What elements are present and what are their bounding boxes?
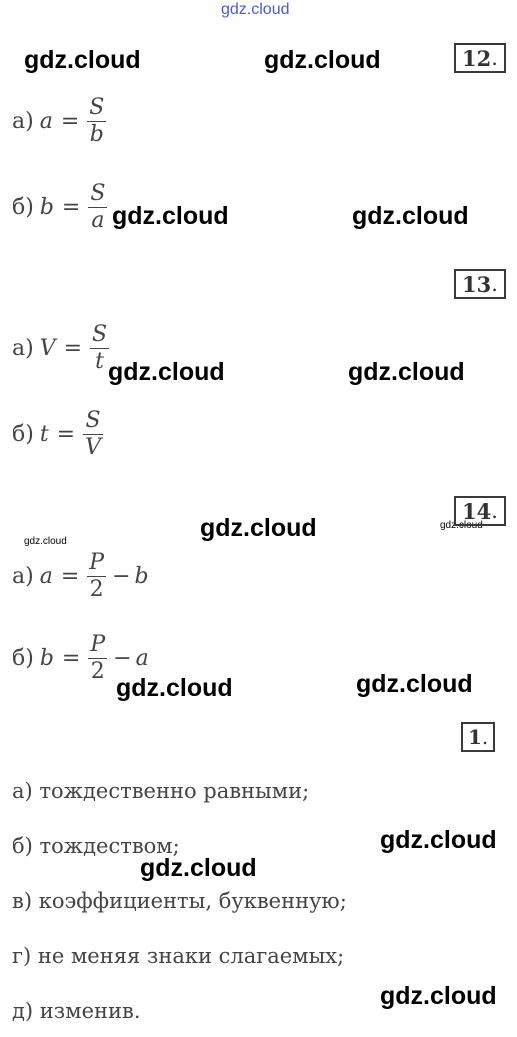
formula-term: a [135,646,149,671]
task-number-13: 13. [454,269,506,299]
task-number-text: 12 [462,45,492,71]
fraction-numerator: S [89,95,105,120]
task-number-12: 12. [454,43,506,73]
fraction-numerator: S [92,322,108,347]
watermark: gdz.cloud [348,358,465,386]
watermark-top-link[interactable]: gdz.cloud [221,1,290,18]
fraction-bar [87,121,107,122]
task-number-dot: . [481,725,489,749]
fraction-denominator: t [95,349,104,374]
equals-sign: = [61,646,81,671]
item-label: а) [12,336,34,361]
fraction-numerator: P [90,632,106,657]
item-label: а) [12,564,34,589]
item-label: б) [12,195,34,220]
equals-sign: = [61,195,81,220]
formula-14a: а) a = P 2 − b [12,552,149,601]
fraction: P 2 [88,632,108,684]
formula-lhs: a [39,109,53,134]
formula-lhs: a [39,564,53,589]
fraction-denominator: a [91,208,105,233]
fraction-denominator: b [89,122,104,147]
formula-term: b [134,564,149,589]
task-number-dot: . [491,45,498,70]
fraction-bar [90,348,110,349]
minus-sign: − [113,646,132,671]
fraction-bar [83,434,103,435]
fraction-denominator: 2 [90,659,105,684]
answer-b: б) тождеством; [12,834,180,858]
item-label: б) [12,646,34,671]
formula-lhs: t [39,422,49,447]
task-number-dot: . [491,271,498,296]
equals-sign: = [60,564,80,589]
watermark: gdz.cloud [24,46,141,74]
watermark: gdz.cloud [380,982,497,1010]
task-number-14: 14. [454,496,506,526]
watermark: gdz.cloud [116,674,233,702]
fraction: S t [90,322,110,374]
formula-12b: б) b = S a [12,181,108,233]
fraction-bar [87,576,107,577]
watermark: gdz.cloud [264,46,381,74]
formula-lhs: b [39,646,54,671]
fraction-denominator: V [85,435,101,460]
fraction-numerator: S [85,408,101,433]
equals-sign: = [56,422,76,447]
task-number-text: 13 [462,271,492,297]
fraction-bar [88,658,108,659]
task-number-1: 1. [461,722,496,752]
task-number-text: 1 [468,725,482,749]
item-label: а) [12,109,34,134]
answer-d: г) не меняя знаки слагаемых; [12,944,345,968]
task-number-text: 14 [462,498,492,524]
fraction-bar [88,207,108,208]
answer-a: а) тождественно равными; [12,779,310,803]
formula-14b: б) b = P 2 − a [12,634,149,683]
task-number-dot: . [491,498,498,523]
formula-13a: а) V = S t [12,322,110,374]
fraction-denominator: 2 [89,577,104,602]
fraction: S a [88,181,108,233]
formula-12a: а) a = S b [12,95,107,147]
watermark: gdz.cloud [200,514,317,542]
equals-sign: = [60,109,80,134]
answer-e: д) изменив. [12,999,141,1023]
watermark: gdz.cloud [112,202,229,230]
item-label: б) [12,422,34,447]
minus-sign: − [112,564,131,589]
fraction-numerator: S [90,181,106,206]
watermark: gdz.cloud [24,536,67,547]
fraction: S b [87,95,107,147]
watermark: gdz.cloud [380,826,497,854]
answer-c: в) коэффициенты, буквенную; [12,889,347,913]
formula-lhs: b [39,195,54,220]
formula-lhs: V [39,336,56,361]
watermark: gdz.cloud [140,854,257,882]
watermark: gdz.cloud [352,202,469,230]
equals-sign: = [63,336,83,361]
fraction: P 2 [87,550,107,602]
fraction-numerator: P [89,550,105,575]
fraction: S V [83,410,103,459]
watermark: gdz.cloud [356,670,473,698]
watermark: gdz.cloud [108,358,225,386]
formula-13b: б) t = S V [12,410,103,459]
